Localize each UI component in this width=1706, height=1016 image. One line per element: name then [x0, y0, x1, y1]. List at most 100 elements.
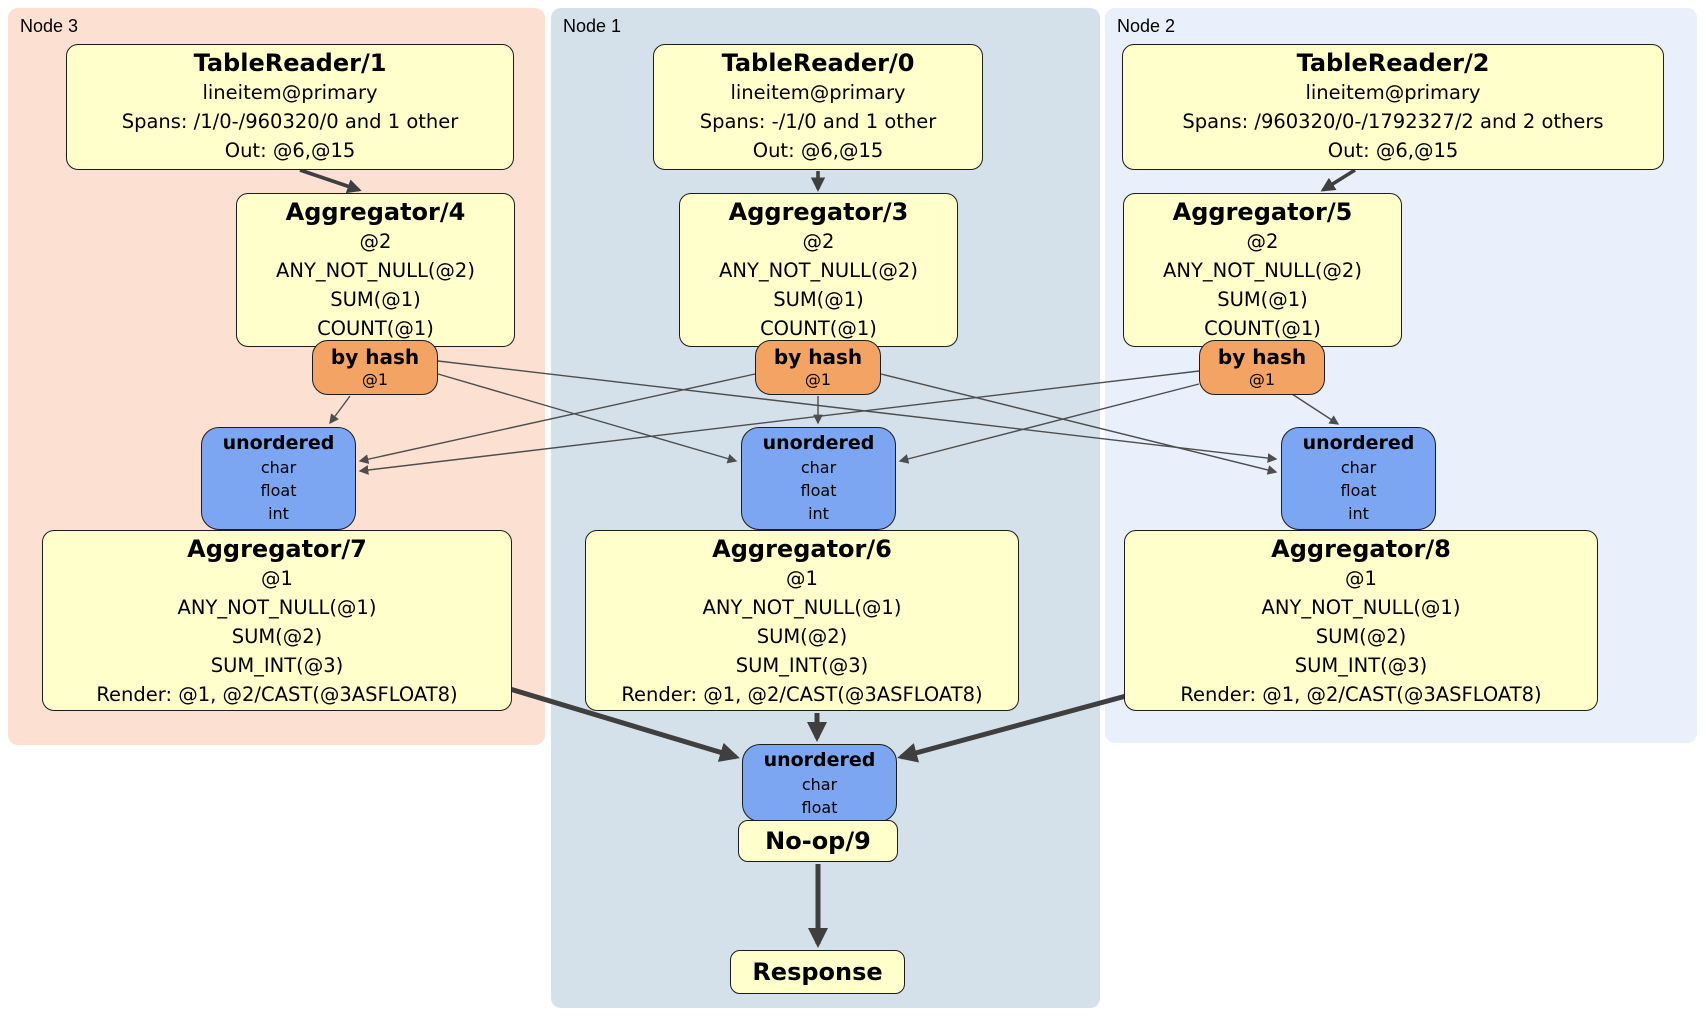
aggregator-8-fn1: ANY_NOT_NULL(@1) [1261, 596, 1461, 619]
node-region-2-label: Node 2 [1117, 16, 1176, 36]
edge-hash5-to-sync-n1 [898, 383, 1200, 464]
unordered-sync-node3: unordered char float int [201, 427, 356, 530]
sync-node3-stream-int: int [268, 504, 289, 523]
aggregator-3-box: Aggregator/3 @2 ANY_NOT_NULL(@2) SUM(@1)… [679, 193, 958, 347]
unordered-sync-node2-label: unordered [1302, 432, 1415, 454]
aggregator-6-box: Aggregator/6 @1 ANY_NOT_NULL(@1) SUM(@2)… [585, 530, 1019, 711]
sync-node3-stream-char: char [260, 458, 297, 477]
node-region-3-label: Node 3 [20, 16, 79, 36]
sync-node2-stream-int: int [1348, 504, 1369, 523]
aggregator-4-title: Aggregator/4 [285, 198, 466, 226]
edge-hash3-to-sync-n3 [358, 373, 756, 464]
sync-node2-stream-char: char [1340, 458, 1377, 477]
edge-agg7-to-output-sync [509, 686, 740, 762]
aggregator-3-title: Aggregator/3 [728, 198, 909, 226]
node-region-1-label: Node 1 [563, 16, 622, 36]
aggregator-7-fn1: ANY_NOT_NULL(@1) [177, 596, 377, 619]
hash-router-node2-key: @1 [1248, 370, 1276, 389]
edge-hash4-to-sync-n1 [437, 373, 738, 464]
aggregator-6-fn1: ANY_NOT_NULL(@1) [702, 596, 902, 619]
noop-9-title: No-op/9 [765, 826, 871, 855]
edge-hash3-to-sync-n2 [880, 373, 1278, 475]
unordered-sync-output: unordered char float [742, 744, 897, 822]
hash-router-node3-key: @1 [361, 370, 389, 389]
aggregator-5-fn1: ANY_NOT_NULL(@2) [1163, 259, 1362, 282]
aggregator-8-title: Aggregator/8 [1271, 535, 1451, 563]
aggregator-8-render: Render: @1, @2/CAST(@3ASFLOAT8) [1180, 683, 1542, 706]
hash-router-node2: by hash @1 [1199, 340, 1325, 395]
edge-tr2-to-agg5 [1320, 168, 1356, 192]
aggregator-5-group: @2 [1246, 230, 1279, 253]
aggregator-4-fn3: COUNT(@1) [317, 317, 434, 340]
tablereader-0-title: TableReader/0 [721, 49, 915, 77]
aggregator-7-fn3: SUM_INT(@3) [210, 654, 344, 677]
aggregator-5-fn3: COUNT(@1) [1204, 317, 1321, 340]
hash-router-node1: by hash @1 [755, 340, 881, 395]
sync-node2-stream-float: float [1340, 481, 1377, 500]
aggregator-3-fn2: SUM(@1) [773, 288, 864, 311]
edge-agg8-to-output-sync [897, 693, 1127, 763]
aggregator-4-group: @2 [359, 230, 392, 253]
aggregator-6-group: @1 [786, 567, 818, 590]
aggregator-5-fn2: SUM(@1) [1217, 288, 1308, 311]
aggregator-4-box: Aggregator/4 @2 ANY_NOT_NULL(@2) SUM(@1)… [236, 193, 515, 347]
edge-hash5-to-sync-n3 [358, 370, 1200, 475]
tablereader-1-out: Out: @6,@15 [224, 139, 356, 162]
aggregator-8-group: @1 [1345, 567, 1377, 590]
response-box: Response [730, 950, 905, 994]
noop-9-box: No-op/9 [738, 820, 898, 862]
aggregator-3-group: @2 [802, 230, 835, 253]
aggregator-7-render: Render: @1, @2/CAST(@3ASFLOAT8) [96, 683, 458, 706]
aggregator-7-box: Aggregator/7 @1 ANY_NOT_NULL(@1) SUM(@2)… [42, 530, 512, 711]
hash-router-node2-label: by hash [1217, 345, 1307, 369]
hash-router-node1-key: @1 [804, 370, 832, 389]
sync-node1-stream-int: int [808, 504, 829, 523]
tablereader-0-index: lineitem@primary [730, 81, 906, 104]
response-title: Response [752, 957, 883, 986]
edge-hash4-to-sync-n3 [329, 395, 351, 425]
aggregator-5-title: Aggregator/5 [1172, 198, 1353, 226]
sync-output-stream-float: float [801, 798, 838, 817]
unordered-sync-node1-label: unordered [762, 432, 875, 454]
sync-node1-stream-float: float [800, 481, 837, 500]
aggregator-3-fn1: ANY_NOT_NULL(@2) [719, 259, 918, 282]
tablereader-0-out: Out: @6,@15 [752, 139, 884, 162]
hash-router-node1-label: by hash [773, 345, 863, 369]
unordered-sync-output-label: unordered [763, 749, 876, 771]
edge-tr1-to-agg4 [299, 168, 362, 194]
tablereader-2-out: Out: @6,@15 [1327, 139, 1459, 162]
aggregator-5-box: Aggregator/5 @2 ANY_NOT_NULL(@2) SUM(@1)… [1123, 193, 1402, 347]
unordered-sync-node1: unordered char float int [741, 427, 896, 530]
aggregator-8-fn2: SUM(@2) [1315, 625, 1407, 648]
tablereader-2-title: TableReader/2 [1296, 49, 1490, 77]
tablereader-2-spans: Spans: /960320/0-/1792327/2 and 2 others [1182, 110, 1604, 133]
hash-router-node3: by hash @1 [312, 340, 438, 395]
aggregator-7-fn2: SUM(@2) [231, 625, 323, 648]
edge-hash5-to-sync-n2 [1291, 393, 1340, 425]
tablereader-0-box: TableReader/0 lineitem@primary Spans: -/… [653, 44, 983, 170]
aggregator-4-fn2: SUM(@1) [330, 288, 421, 311]
aggregator-4-fn1: ANY_NOT_NULL(@2) [276, 259, 475, 282]
aggregator-8-box: Aggregator/8 @1 ANY_NOT_NULL(@1) SUM(@2)… [1124, 530, 1598, 711]
aggregator-6-render: Render: @1, @2/CAST(@3ASFLOAT8) [621, 683, 983, 706]
tablereader-1-spans: Spans: /1/0-/960320/0 and 1 other [121, 110, 459, 133]
tablereader-1-title: TableReader/1 [193, 49, 387, 77]
unordered-sync-node2: unordered char float int [1281, 427, 1436, 530]
tablereader-2-box: TableReader/2 lineitem@primary Spans: /9… [1122, 44, 1664, 170]
sync-output-stream-char: char [801, 775, 838, 794]
aggregator-3-fn3: COUNT(@1) [760, 317, 877, 340]
edge-hash4-to-sync-n2 [437, 360, 1278, 463]
hash-router-node3-label: by hash [330, 345, 420, 369]
tablereader-0-spans: Spans: -/1/0 and 1 other [699, 110, 937, 133]
aggregator-6-fn3: SUM_INT(@3) [735, 654, 869, 677]
tablereader-1-box: TableReader/1 lineitem@primary Spans: /1… [66, 44, 514, 170]
tablereader-1-index: lineitem@primary [202, 81, 378, 104]
sync-node3-stream-float: float [260, 481, 297, 500]
aggregator-8-fn3: SUM_INT(@3) [1294, 654, 1428, 677]
aggregator-7-title: Aggregator/7 [187, 535, 367, 563]
aggregator-6-fn2: SUM(@2) [756, 625, 848, 648]
aggregator-7-group: @1 [261, 567, 293, 590]
unordered-sync-node3-label: unordered [222, 432, 335, 454]
